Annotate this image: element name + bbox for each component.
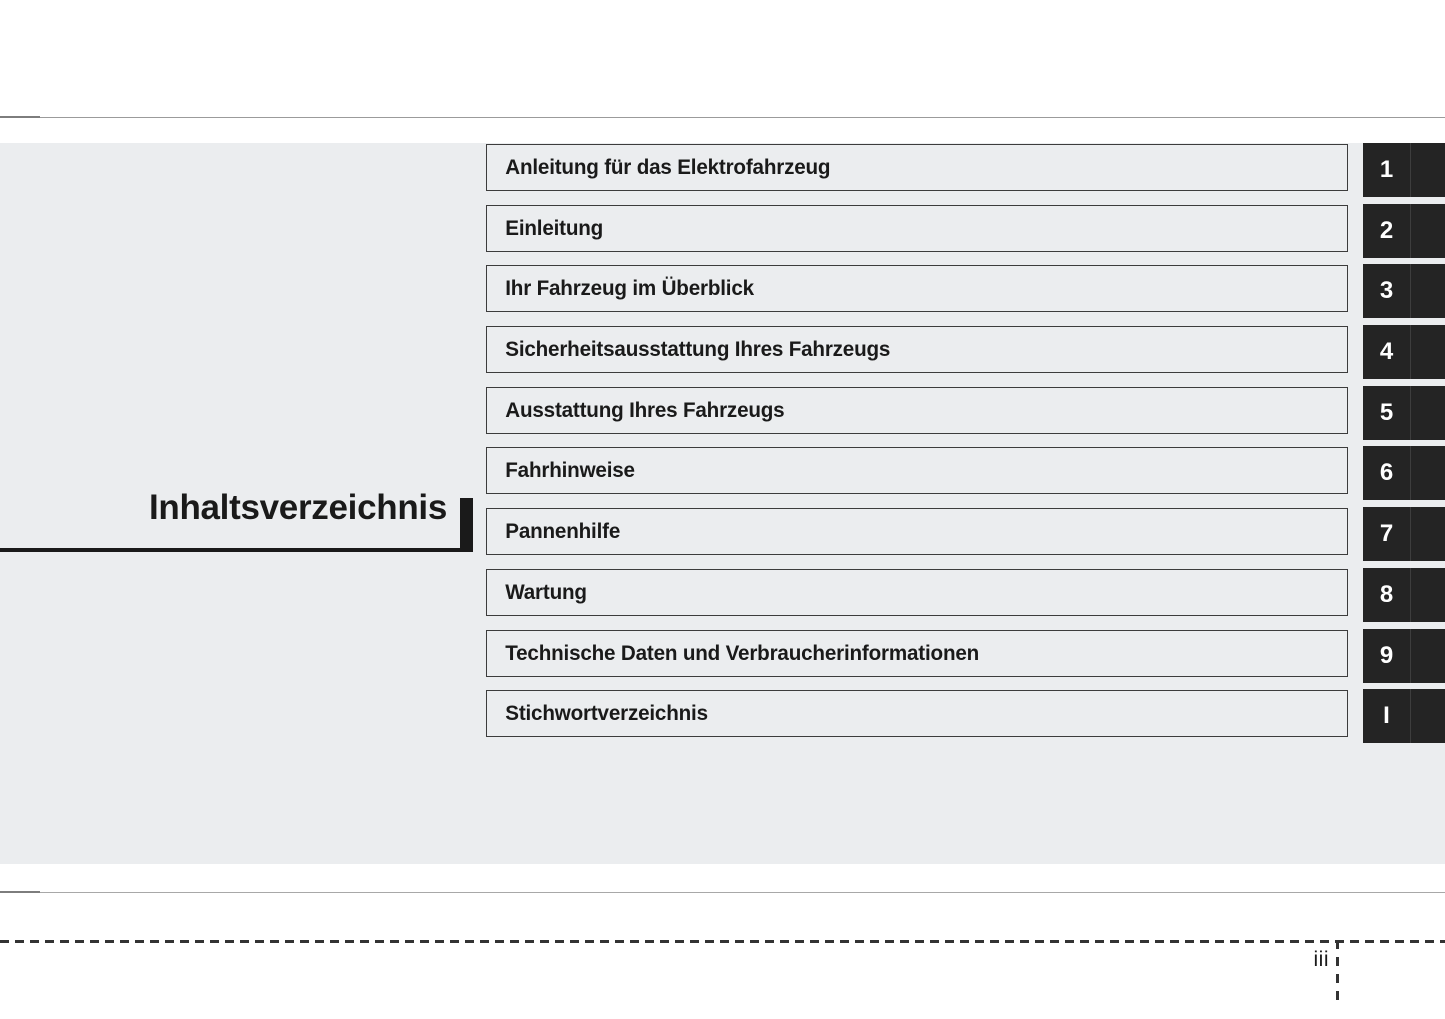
chapter-entry-button[interactable]: Technische Daten und Verbraucherinformat… bbox=[486, 629, 1348, 677]
chapter-row: Technische Daten und Verbraucherinformat… bbox=[486, 629, 1350, 679]
chapter-entry-label: Stichwortverzeichnis bbox=[505, 701, 708, 726]
chapter-tab-divider bbox=[1410, 325, 1411, 380]
chapter-entry-label: Sicherheitsausstattung Ihres Fahrzeugs bbox=[505, 337, 891, 362]
chapter-tab[interactable]: 1 bbox=[1363, 143, 1445, 197]
chapter-row: Anleitung für das Elektrofahrzeug bbox=[486, 144, 1350, 193]
chapter-tab[interactable]: 6 bbox=[1363, 446, 1445, 501]
chapter-tab-number: 9 bbox=[1379, 641, 1394, 669]
chapter-tab-divider bbox=[1410, 689, 1411, 744]
chapter-tab-divider bbox=[1410, 264, 1411, 319]
header-divider bbox=[0, 117, 1445, 118]
chapter-tab[interactable]: 9 bbox=[1363, 628, 1445, 683]
chapter-tab-number: 7 bbox=[1379, 520, 1394, 548]
chapter-tab[interactable]: 8 bbox=[1363, 567, 1445, 622]
chapter-tab-divider bbox=[1410, 446, 1411, 501]
chapter-entry-label: Ausstattung Ihres Fahrzeugs bbox=[505, 397, 785, 422]
page-title-wrapper: Inhaltsverzeichnis bbox=[0, 490, 473, 553]
chapter-entry-label: Einleitung bbox=[505, 215, 604, 240]
chapter-row: Sicherheitsausstattung Ihres Fahrzeugs bbox=[486, 326, 1350, 375]
chapter-entry-label: Wartung bbox=[505, 579, 587, 604]
chapter-entry-button[interactable]: Wartung bbox=[486, 568, 1348, 616]
header-divider-accent bbox=[0, 116, 40, 118]
chapter-row: Pannenhilfe bbox=[486, 508, 1350, 557]
contents-panel bbox=[0, 143, 1445, 864]
chapter-tab-divider bbox=[1410, 567, 1411, 622]
title-underline bbox=[0, 548, 461, 552]
chapter-entry-button[interactable]: Anleitung für das Elektrofahrzeug bbox=[486, 144, 1348, 191]
chapter-row: Fahrhinweise bbox=[486, 447, 1350, 496]
chapter-entry-button[interactable]: Einleitung bbox=[486, 204, 1348, 252]
chapter-tab[interactable]: 5 bbox=[1363, 385, 1445, 440]
chapter-tab-divider bbox=[1410, 385, 1411, 440]
footer-dashed-horizontal-line bbox=[0, 940, 1445, 943]
chapter-tab-number: 8 bbox=[1379, 580, 1394, 608]
chapter-entry-label: Pannenhilfe bbox=[505, 519, 621, 544]
footer-divider-accent bbox=[0, 891, 40, 893]
chapter-tab-number: 4 bbox=[1379, 338, 1394, 366]
chapter-entry-button[interactable]: Stichwortverzeichnis bbox=[486, 690, 1348, 738]
chapter-tab-divider bbox=[1410, 203, 1411, 258]
footer-divider bbox=[0, 892, 1445, 893]
chapter-entry-button[interactable]: Fahrhinweise bbox=[486, 447, 1348, 495]
chapter-row: Stichwortverzeichnis bbox=[486, 690, 1350, 739]
chapter-tab-divider bbox=[1410, 507, 1411, 562]
chapter-tab-divider bbox=[1410, 628, 1411, 683]
chapter-entry-label: Ihr Fahrzeug im Überblick bbox=[505, 276, 754, 301]
chapter-row: Ausstattung Ihres Fahrzeugs bbox=[486, 386, 1350, 436]
chapter-entry-label: Technische Daten und Verbraucherinformat… bbox=[505, 640, 980, 665]
page-title: Inhaltsverzeichnis bbox=[148, 488, 447, 527]
chapter-entry-label: Anleitung für das Elektrofahrzeug bbox=[505, 155, 831, 179]
chapter-tab[interactable]: 3 bbox=[1363, 264, 1445, 319]
chapter-tab[interactable]: I bbox=[1363, 689, 1445, 744]
chapter-entry-label: Fahrhinweise bbox=[505, 458, 635, 483]
chapter-tab-number: 1 bbox=[1379, 156, 1394, 183]
chapter-entry-button[interactable]: Pannenhilfe bbox=[486, 508, 1348, 556]
footer-dashed-vertical-line bbox=[1336, 940, 1339, 1008]
chapter-row: Ihr Fahrzeug im Überblick bbox=[486, 265, 1350, 314]
chapter-tab-divider bbox=[1410, 143, 1411, 197]
chapter-tab[interactable]: 2 bbox=[1363, 203, 1445, 258]
chapter-tab-number: 5 bbox=[1379, 398, 1394, 426]
chapter-tab-number: 2 bbox=[1379, 216, 1394, 244]
chapter-tab-number: 6 bbox=[1379, 459, 1394, 487]
chapter-row: Wartung bbox=[486, 568, 1350, 618]
title-accent-bar bbox=[460, 498, 473, 552]
chapter-row: Einleitung bbox=[486, 204, 1350, 254]
chapter-tab-number: 3 bbox=[1379, 277, 1394, 305]
page-number: iii bbox=[1313, 948, 1329, 971]
chapter-tab-number: I bbox=[1383, 702, 1390, 730]
chapter-entry-button[interactable]: Ihr Fahrzeug im Überblick bbox=[486, 265, 1348, 313]
chapter-entry-button[interactable]: Sicherheitsausstattung Ihres Fahrzeugs bbox=[486, 326, 1348, 374]
chapter-tab[interactable]: 7 bbox=[1363, 507, 1445, 562]
chapter-tab[interactable]: 4 bbox=[1363, 325, 1445, 380]
chapter-entry-button[interactable]: Ausstattung Ihres Fahrzeugs bbox=[486, 386, 1348, 434]
